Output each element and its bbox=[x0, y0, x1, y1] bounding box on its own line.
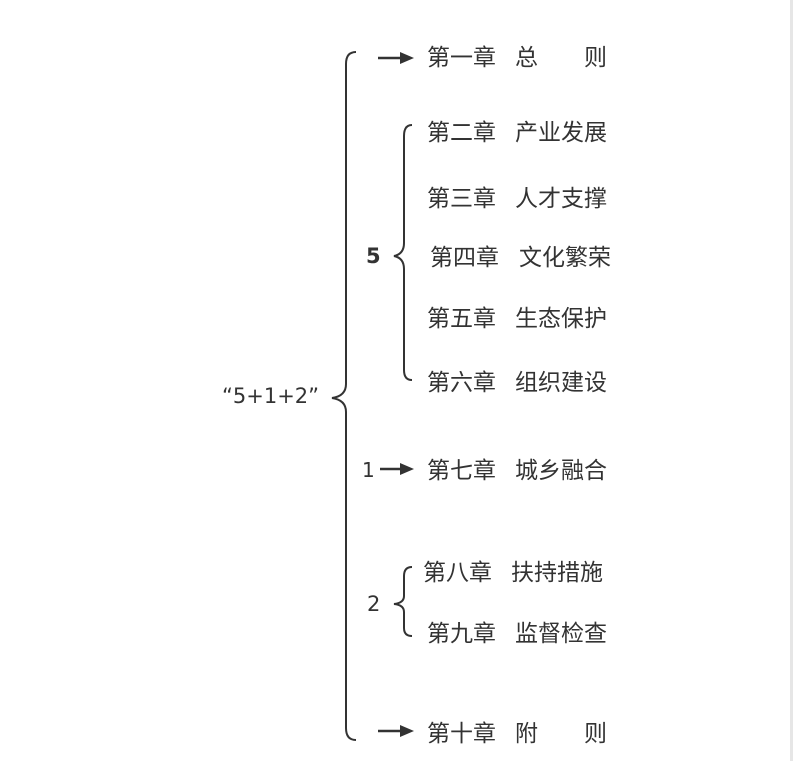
chapter-number: 第六章 bbox=[427, 370, 496, 396]
chapter-title: 总 则 bbox=[515, 45, 607, 71]
outer-brace bbox=[331, 51, 357, 741]
chapter-title: 附 则 bbox=[515, 721, 607, 747]
chapter-number: 第四章 bbox=[430, 245, 499, 271]
arrow-chapter-1 bbox=[378, 52, 414, 64]
chapter-number: 第五章 bbox=[427, 306, 496, 332]
chapter-title: 文化繁荣 bbox=[519, 245, 611, 271]
chapter-title: 生态保护 bbox=[515, 306, 607, 332]
chapter-title: 扶持措施 bbox=[511, 560, 603, 586]
chapter-number: 第十章 bbox=[427, 721, 496, 747]
page-edge bbox=[790, 0, 793, 761]
chapter-number: 第八章 bbox=[423, 560, 492, 586]
chapter-title: 城乡融合 bbox=[515, 458, 607, 484]
chapter-number: 第一章 bbox=[427, 45, 496, 71]
chapter-number: 第九章 bbox=[427, 621, 496, 647]
chapter-number: 第三章 bbox=[427, 186, 496, 212]
root-label: “5+1+2” bbox=[222, 384, 320, 408]
brace-two bbox=[393, 566, 413, 637]
chapter-title: 产业发展 bbox=[515, 120, 607, 146]
chapter-title: 人才支撑 bbox=[515, 186, 607, 212]
arrow-chapter-7 bbox=[380, 463, 414, 475]
chapter-number: 第七章 bbox=[427, 458, 496, 484]
chapter-title: 监督检查 bbox=[515, 621, 607, 647]
chapter-number: 第二章 bbox=[427, 120, 496, 146]
chapter-title: 组织建设 bbox=[515, 370, 607, 396]
brace-five bbox=[393, 124, 413, 381]
group-one-label: 1 bbox=[362, 458, 375, 482]
group-two-label: 2 bbox=[367, 592, 381, 616]
group-five-label: 5 bbox=[366, 244, 381, 268]
arrow-chapter-10 bbox=[378, 725, 414, 737]
